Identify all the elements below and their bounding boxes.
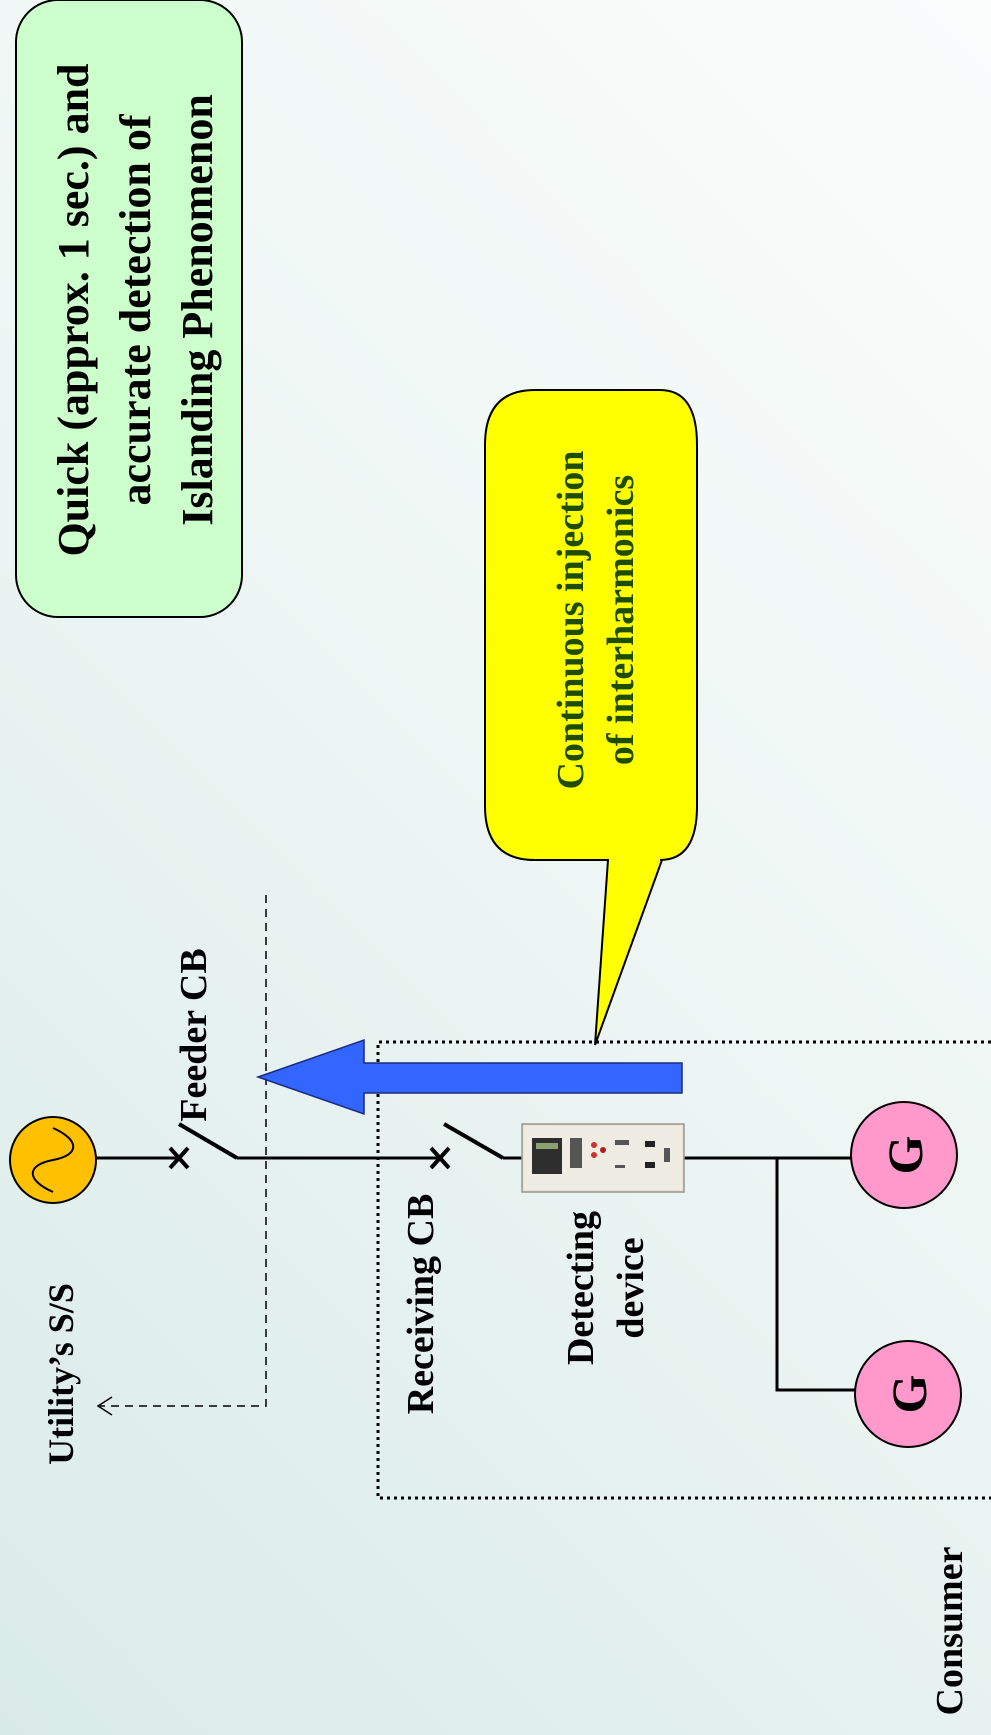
consumer-boundary (376, 1040, 991, 1500)
receiving-cb-label: Receiving CB (400, 1194, 442, 1415)
info-box-line-1: Quick (approx. 1 sec.) and (49, 63, 98, 556)
generator-1-icon: G (850, 1101, 958, 1209)
feeder-breaker-icon (168, 1122, 239, 1170)
generator-2-icon: G (854, 1340, 962, 1448)
utility-boundary (96, 895, 267, 1416)
utility-label: Utility’s S/S (41, 1283, 81, 1465)
generator-1-label: G (877, 1136, 933, 1175)
detecting-device-icon (521, 1123, 685, 1193)
info-box: Quick (approx. 1 sec.) and accurate dete… (15, 0, 243, 618)
feeder-cb-label: Feeder CB (173, 948, 215, 1121)
bus-line-generator-2 (775, 1158, 860, 1392)
info-box-line-3: Islanding Phenomenon (173, 94, 222, 526)
info-box-line-2: accurate detection of (111, 113, 160, 505)
callout-bubble: Continuous injection of interharmonics (484, 389, 698, 1046)
receiving-breaker-icon (429, 1122, 504, 1170)
callout-line-2: of interharmonics (600, 475, 642, 765)
callout-line-1: Continuous injection (550, 451, 592, 790)
ac-source-icon (9, 1116, 97, 1204)
detecting-device-label-line-2: device (610, 1237, 652, 1338)
generator-2-label: G (881, 1375, 937, 1414)
injection-arrow (255, 1038, 683, 1116)
detecting-device-label-line-1: Detecting (560, 1211, 602, 1365)
consumer-label: Consumer (929, 1546, 971, 1715)
